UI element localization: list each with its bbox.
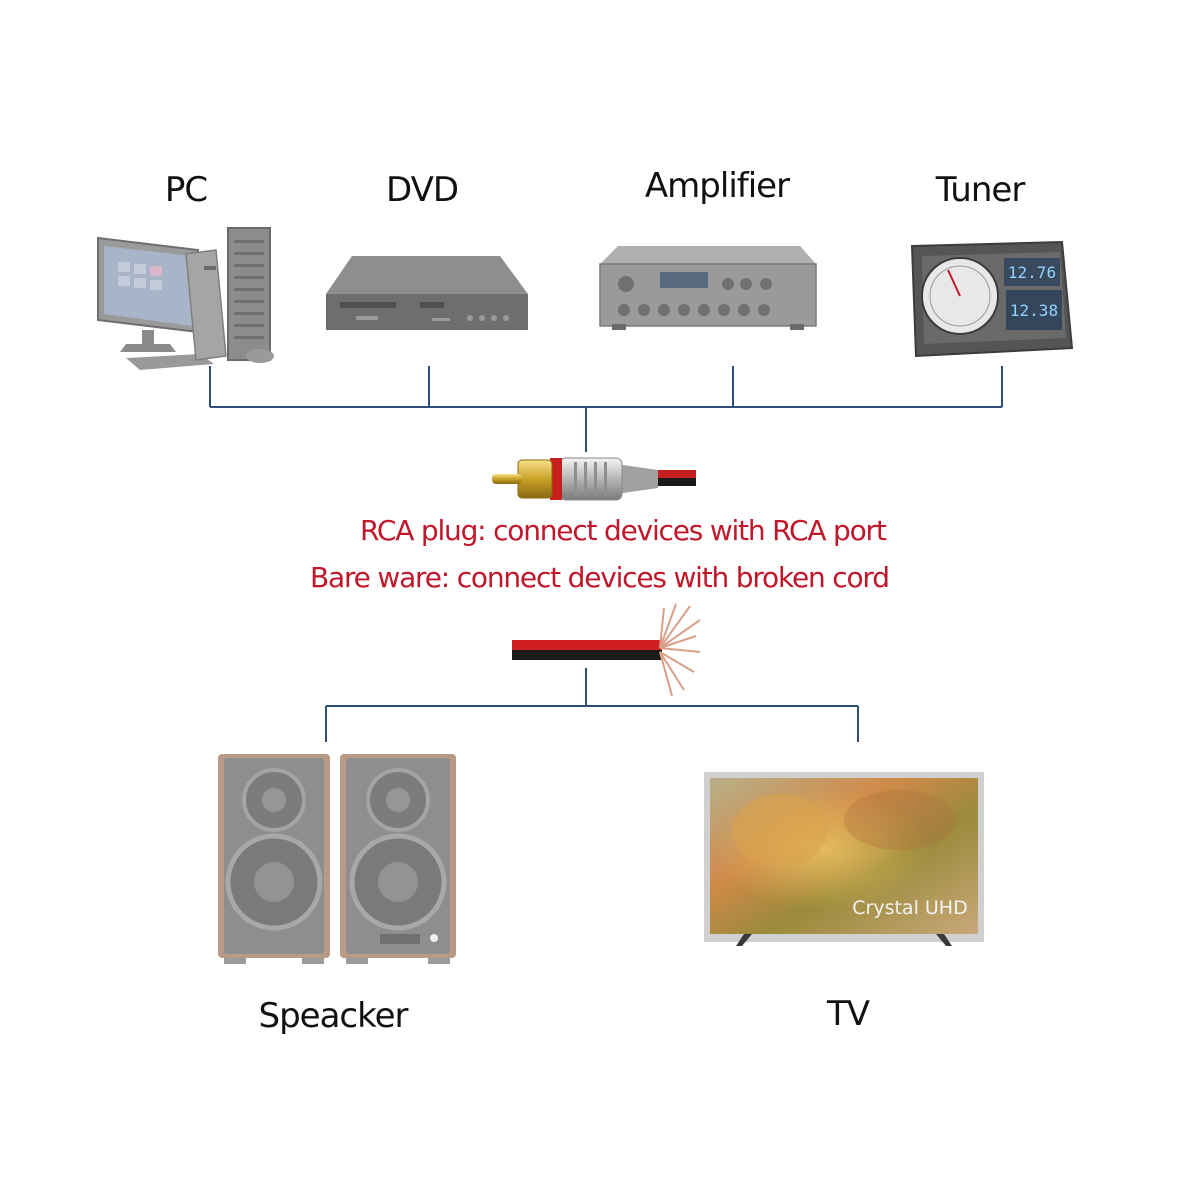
label-pc: PC (164, 170, 208, 210)
note-bare-wire: Bare ware: connect devices with broken c… (310, 561, 890, 594)
note-rca-plug: RCA plug: connect devices with RCA port (360, 514, 887, 547)
speaker-pair-icon (218, 754, 456, 964)
pc-icon (97, 227, 274, 370)
bare-wire-icon (512, 603, 701, 697)
label-amplifier: Amplifier (644, 166, 790, 206)
dvd-player-icon (326, 256, 528, 330)
amplifier-icon (599, 246, 817, 330)
tuner-reading-bottom: 12.38 (1010, 301, 1058, 320)
tuner-icon (910, 240, 1074, 358)
label-tuner: Tuner (935, 170, 1026, 210)
label-dvd: DVD (385, 170, 459, 210)
bottom-connector-lines (325, 668, 859, 742)
tv-screen-brand: Crystal UHD (852, 897, 967, 919)
top-connector-lines (209, 366, 1003, 452)
rca-plug-icon (492, 457, 696, 501)
tv-icon (704, 772, 984, 946)
label-speaker: Speacker (258, 996, 409, 1036)
label-tv: TV (826, 994, 870, 1034)
tuner-reading-top: 12.76 (1008, 263, 1056, 282)
